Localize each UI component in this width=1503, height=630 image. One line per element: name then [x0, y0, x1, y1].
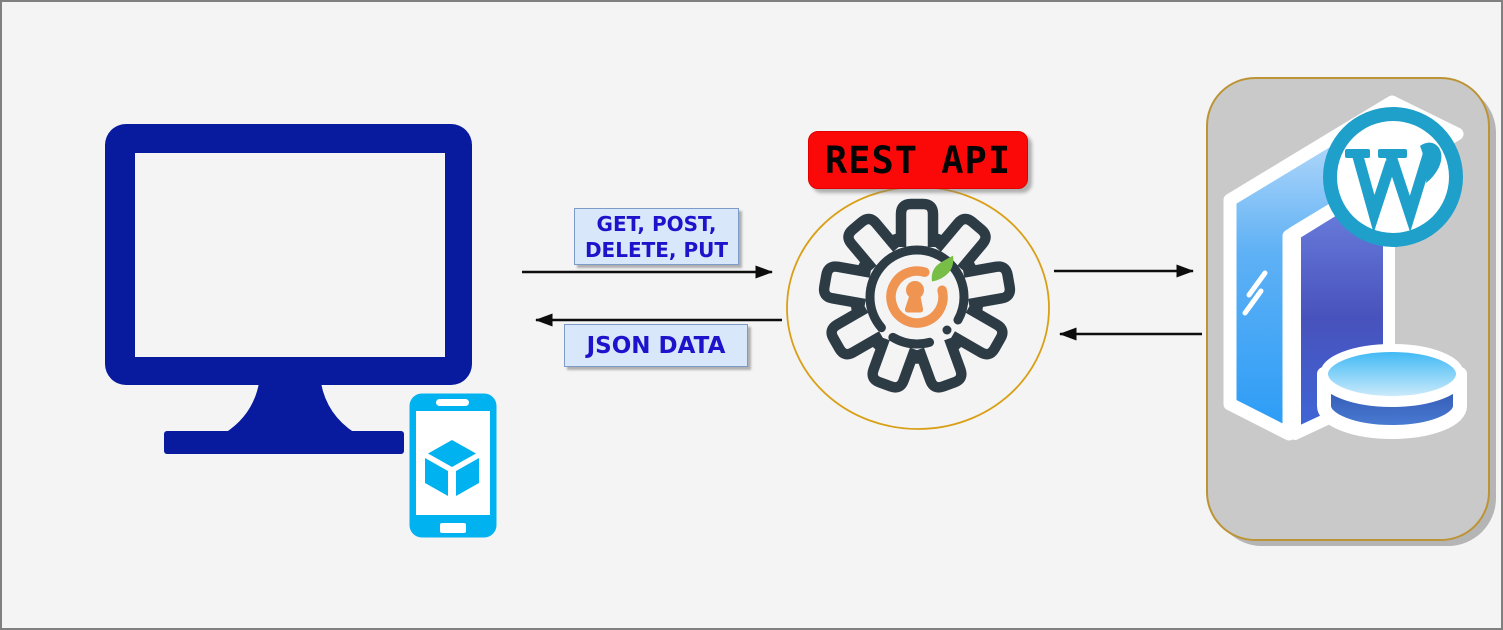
leaf-icon: [931, 255, 954, 282]
phone-home-button: [440, 523, 466, 533]
smartphone-icon: [404, 388, 502, 543]
monitor-base: [164, 431, 404, 454]
database-icon: [1317, 344, 1467, 439]
response-data-label: JSON DATA: [564, 324, 748, 367]
wordpress-icon: [1323, 107, 1463, 247]
rest-api-badge-label: REST API: [824, 138, 1012, 182]
desktop-monitor-icon: [105, 124, 472, 454]
rest-api-badge: REST API: [808, 131, 1028, 189]
flow-arrows: [522, 264, 1202, 341]
monitor-screen: [135, 153, 445, 357]
gear-icon: [818, 198, 1016, 393]
request-methods-label: GET, POST, DELETE, PUT: [574, 208, 739, 265]
monitor-stand: [225, 383, 355, 433]
request-methods-line1: GET, POST,: [596, 211, 717, 236]
response-data-text: JSON DATA: [586, 332, 726, 359]
keyhole-icon: [904, 281, 924, 313]
request-methods-line2: DELETE, PUT: [584, 237, 729, 262]
cube-icon: [425, 440, 479, 496]
phone-speaker: [436, 399, 469, 406]
server-vent-slashes: [1242, 270, 1268, 316]
